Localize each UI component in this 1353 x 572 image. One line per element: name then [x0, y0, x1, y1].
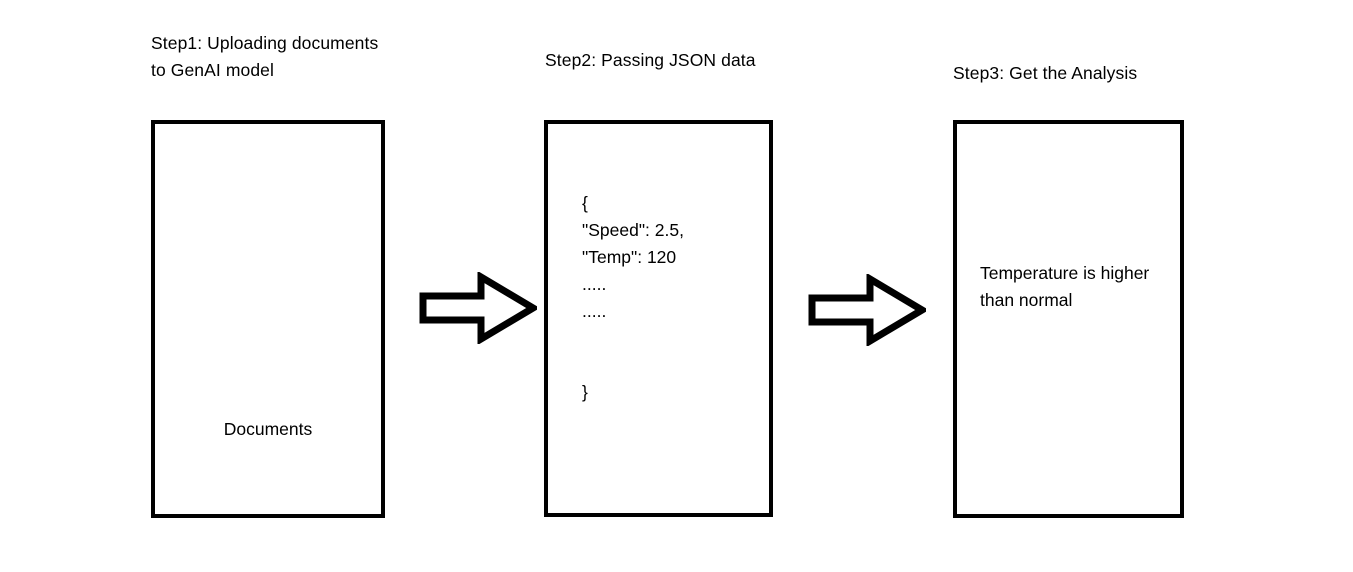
step1-box-label: Documents	[223, 419, 313, 439]
json-line-blank	[582, 325, 762, 352]
json-payload-text: { "Speed": 2.5, "Temp": 120 ..... ..... …	[582, 190, 762, 406]
step1-box[interactable]: Documents	[151, 120, 385, 518]
json-line: .....	[582, 301, 607, 321]
flow-arrow-step1-to-step2-icon	[419, 270, 540, 346]
step3-box[interactable]	[953, 120, 1184, 518]
step3-box-label: Temperature is higher than normal	[980, 263, 1150, 310]
json-line-blank	[582, 352, 762, 379]
step3-caption: Step3: Get the Analysis	[953, 63, 1138, 83]
step1-caption: Step1: Uploading documents to GenAI mode…	[151, 33, 379, 80]
json-line: }	[582, 382, 588, 402]
step2-caption: Step2: Passing JSON data	[545, 50, 756, 70]
step2-box[interactable]	[544, 120, 773, 517]
json-line: .....	[582, 274, 607, 294]
json-line: "Speed": 2.5,	[582, 220, 684, 240]
json-line: {	[582, 193, 588, 213]
json-line: "Temp": 120	[582, 247, 677, 267]
flow-arrow-step2-to-step3-icon	[808, 272, 929, 348]
